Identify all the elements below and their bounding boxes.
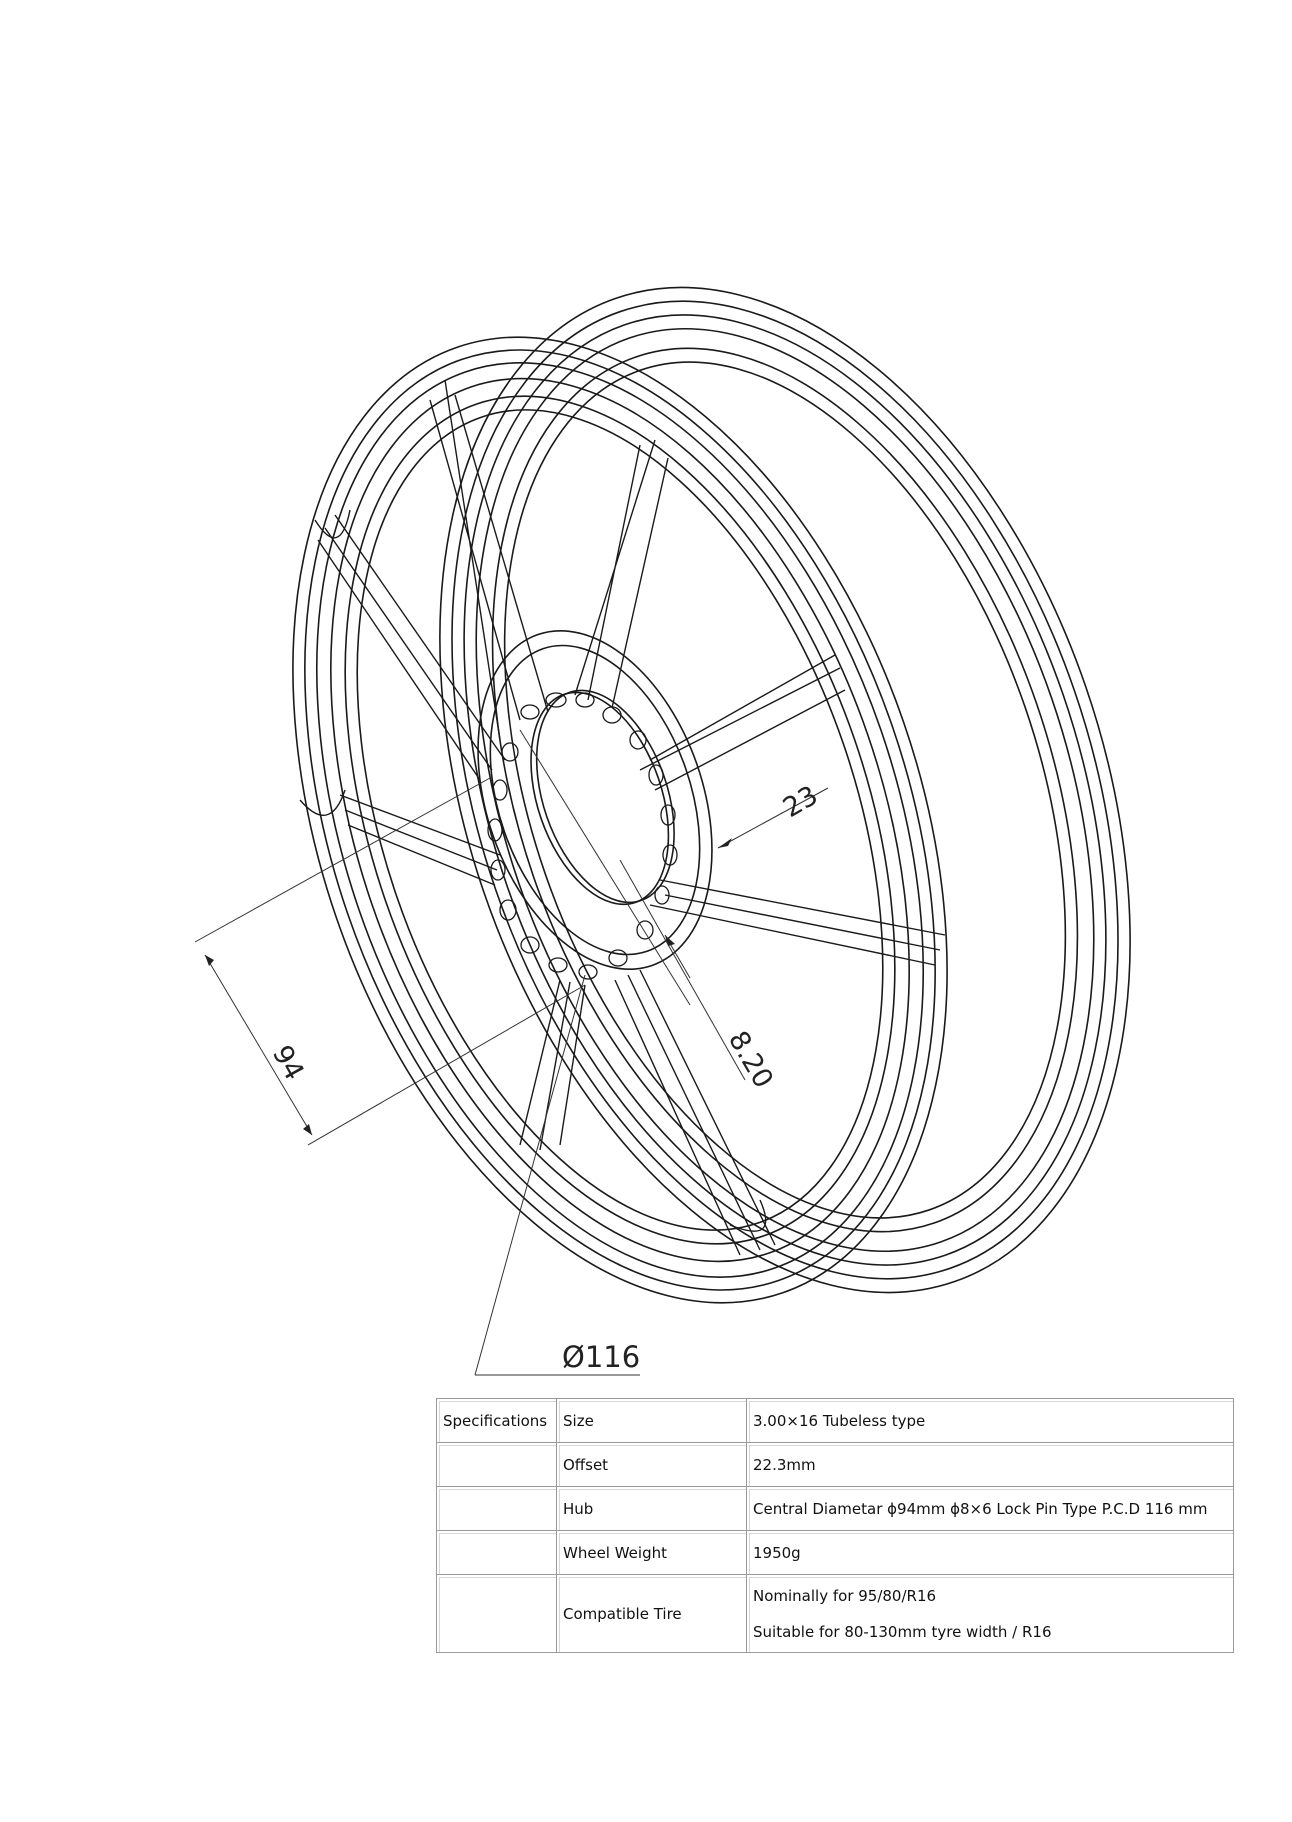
hub <box>477 630 713 970</box>
hub-diameter-dimension-label: 94 <box>266 1040 310 1085</box>
pcd-dimension-label: Ø116 <box>562 1340 640 1374</box>
spec-label: Offset <box>556 1442 747 1487</box>
spoke-width-dimension-label: 23 <box>778 780 823 824</box>
spec-value: Nominally for 95/80/R16 Suitable for 80-… <box>746 1574 1234 1653</box>
spec-value-line: Nominally for 95/80/R16 <box>753 1586 937 1605</box>
empty-cell <box>436 1442 557 1487</box>
spec-value: 3.00×16 Tubeless type <box>746 1398 1234 1443</box>
spec-value: 1950g <box>746 1530 1234 1575</box>
spec-value: 22.3mm <box>746 1442 1234 1487</box>
spec-label: Compatible Tire <box>556 1574 747 1653</box>
front-rim <box>292 336 948 1304</box>
pin-hole-dimension-label: 8.20 <box>722 1026 779 1094</box>
spec-label: Wheel Weight <box>556 1530 747 1575</box>
table-row: Offset 22.3mm <box>436 1442 1234 1487</box>
spec-value: Central Diametar ϕ94mm ϕ8×6 Lock Pin Typ… <box>746 1486 1234 1531</box>
empty-cell <box>436 1574 557 1653</box>
spec-label: Size <box>556 1398 747 1443</box>
empty-cell <box>436 1530 557 1575</box>
hub-holes <box>487 692 678 980</box>
table-row: Compatible Tire Nominally for 95/80/R16 … <box>436 1574 1234 1653</box>
empty-cell <box>436 1486 557 1531</box>
spec-table: Specifications Size 3.00×16 Tubeless typ… <box>436 1398 1234 1653</box>
back-rim <box>439 286 1131 1294</box>
spec-value-line: Suitable for 80-130mm tyre width / R16 <box>753 1622 1052 1641</box>
spec-header-cell: Specifications <box>436 1398 557 1443</box>
table-row: Specifications Size 3.00×16 Tubeless typ… <box>436 1398 1234 1443</box>
dimension-arrows <box>205 838 732 1135</box>
spokes <box>299 379 946 1256</box>
table-row: Hub Central Diametar ϕ94mm ϕ8×6 Lock Pin… <box>436 1486 1234 1531</box>
table-row: Wheel Weight 1950g <box>436 1530 1234 1575</box>
spec-label: Hub <box>556 1486 747 1531</box>
